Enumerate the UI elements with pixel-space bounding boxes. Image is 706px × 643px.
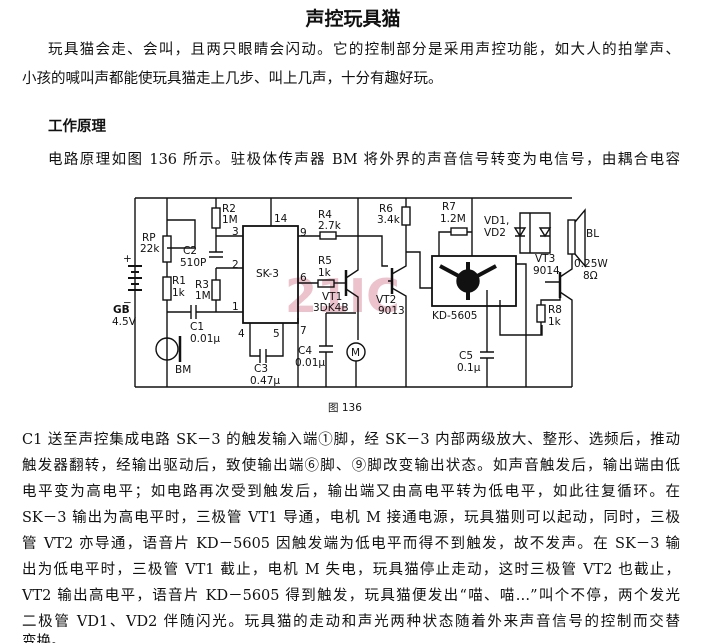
vt2-value: 9013 [378,305,405,317]
r3-label: R3 [195,279,209,291]
c3-label: C3 [254,363,268,375]
page-title: 声控玩具猫 [305,8,401,30]
paragraph-line: 二极管 VD1、VD2 伴随闪光。玩具猫的走动和声光两种状态随着外来声音信号的控… [22,614,680,630]
bm-label: BM [175,364,191,376]
pin-label: + [123,253,132,265]
r1-label: R1 [172,275,186,287]
pin-label: 14 [274,213,288,225]
vt3-label: VT3 [535,253,555,265]
pin-label: 7 [300,325,307,337]
vt3-value: 9014 [533,265,560,277]
paragraph-line: 触发器翻转，经输出驱动后，致使输出端⑥脚、⑨脚改变输出状态。如声音触发后，输出端… [22,458,680,474]
r8-label: R8 [548,304,562,316]
vt1-value: 3DK4B [313,302,349,314]
pin-label: 3 [232,226,239,238]
r4-value: 2.7k [318,220,342,232]
c1-value: 0.01μ [190,333,220,345]
c1-label: C1 [190,321,204,333]
vt1-label: VT1 [322,291,342,303]
motor-label: M [351,347,360,359]
paragraph-line: SK－3 输出为高电平时，三极管 VT1 导通，电机 M 接通电源，玩具猫则可以… [22,510,680,526]
c4-label: C4 [298,345,312,357]
intro-line: 玩具猫会走、会叫，且两只眼睛会闪动。它的控制部分是采用声控功能，如大人的拍掌声、 [48,42,680,58]
pin-label: 9 [300,227,307,239]
rp-value: 22k [140,243,160,255]
paragraph-line: 电平变为高电平；如电路再次受到触发后，输出端又由高电平转为低电平，如此往复循环。… [22,484,680,500]
bl-power: 0.25W [574,258,608,270]
paragraph-line: 管 VT2 亦导通，语音片 KD－5605 因触发端为低电平而得不到触发，故不发… [22,536,680,552]
c5-label: C5 [459,350,473,362]
paragraph-line: 电路原理如图 136 所示。驻极体传声器 BM 将外界的声音信号转变为电信号，由… [48,152,680,168]
gb-value: 4.5V [112,316,137,328]
paragraph-line: 出为低电平时，三极管 VT1 截止，电机 M 失电，玩具猫停止走动，这时三极管 … [22,562,680,578]
r8-value: 1k [548,316,562,328]
r4-label: R4 [318,209,332,221]
r7-value: 1.2M [440,213,466,225]
bl-label: BL [586,228,599,240]
c4-value: 0.01μ [295,357,325,369]
section-heading: 工作原理 [48,119,106,135]
r2-value: 1M [222,214,238,226]
paragraph-line: C1 送至声控集成电路 SK－3 的触发输入端①脚，经 SK－3 内部两级放大、… [22,432,680,448]
r7-label: R7 [442,201,456,213]
pin-label: 6 [300,272,307,284]
pin-label: 1 [232,301,239,313]
vd2-label: VD2 [484,227,506,239]
r1-value: 1k [172,287,186,299]
c3-value: 0.47μ [250,375,280,387]
c2-label: C2 [183,245,197,257]
r6-value: 3.4k [377,214,401,226]
r5-value: 1k [318,267,332,279]
pin-label: 5 [273,328,280,340]
c5-value: 0.1μ [457,362,481,374]
vt2-label: VT2 [376,294,396,306]
watermark: 21IC [285,269,400,323]
c2-value: 510P [180,257,206,269]
intro-line: 小孩的喊叫声都能使玩具猫走上几步、叫上几声，十分有趣好玩。 [22,71,443,87]
r2-label: R2 [222,203,236,215]
paragraph-line: VT2 输出高电平，语音片 KD－5605 得到触发，玩具猫便发出“喵、喵…”叫… [22,588,680,604]
pin-label: 4 [238,328,245,340]
figure-caption: 图 136 [328,402,362,414]
r3-value: 1M [195,290,211,302]
pin-label: − [123,297,132,309]
r6-label: R6 [379,203,393,215]
vd1-label: VD1, [484,215,509,227]
paragraph-line: 变换。 [22,634,66,643]
ic-label: SK-3 [256,268,279,280]
kd5605-label: KD-5605 [432,310,477,322]
rp-label: RP [142,232,156,244]
pin-label: 2 [232,259,239,271]
r5-label: R5 [318,255,332,267]
bl-impedance: 8Ω [583,270,598,282]
gb-label: GB [113,304,130,316]
circuit-diagram: 21IC + − GB 4.5V RP 22k R1 1k C1 0.01μ BM… [112,197,608,414]
